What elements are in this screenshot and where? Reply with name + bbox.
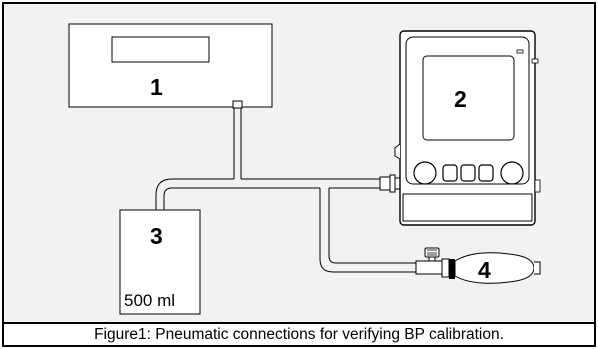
monitor-key-2 bbox=[460, 164, 476, 182]
patient-monitor: 2 bbox=[394, 30, 541, 226]
manometer-display bbox=[111, 36, 210, 63]
bulb-collar bbox=[449, 259, 455, 279]
monitor-connector bbox=[379, 174, 401, 193]
reference-manometer: 1 bbox=[68, 23, 273, 108]
monitor-key-1 bbox=[442, 164, 458, 182]
monitor-knob-left bbox=[413, 161, 437, 185]
monitor-screen bbox=[422, 55, 515, 141]
monitor-knob-right bbox=[500, 161, 524, 185]
label-3: 3 bbox=[150, 223, 163, 249]
tubing bbox=[155, 100, 416, 273]
squeeze-bulb: 4 bbox=[415, 247, 541, 284]
label-1: 1 bbox=[150, 74, 163, 100]
pneumatic-diagram: 1 bbox=[68, 23, 541, 315]
monitor-key-3 bbox=[478, 164, 494, 182]
label-4: 4 bbox=[478, 257, 491, 283]
manometer-port bbox=[232, 100, 243, 109]
label-2: 2 bbox=[454, 86, 467, 112]
reservoir: 3 500 ml bbox=[119, 209, 201, 315]
reservoir-volume-label: 500 ml bbox=[124, 291, 175, 310]
figure-caption: Figure1: Pneumatic connections for verif… bbox=[4, 322, 594, 345]
